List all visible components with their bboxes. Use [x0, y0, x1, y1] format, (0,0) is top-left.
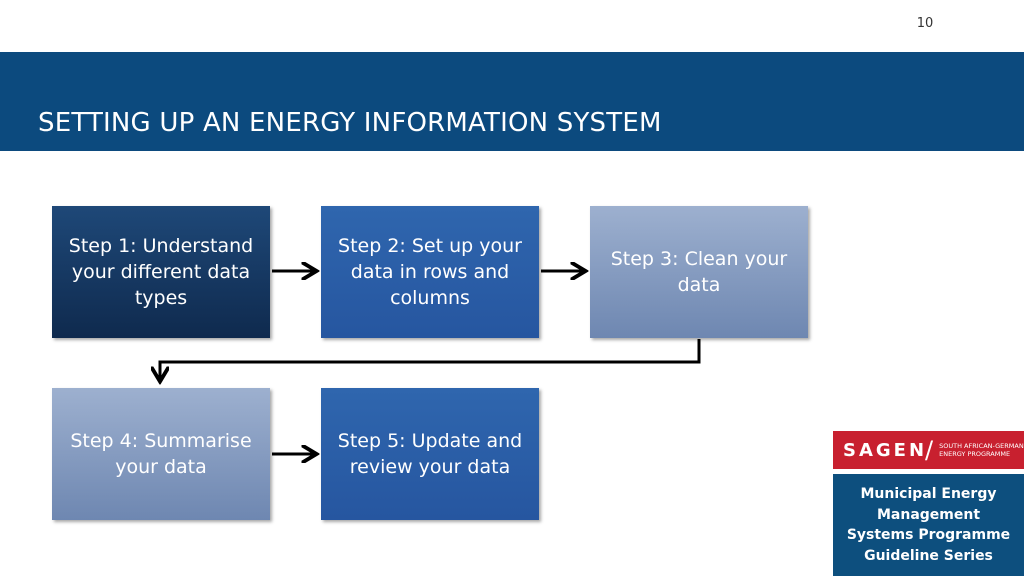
step-3-line-2: data — [677, 274, 721, 296]
guideline-series-box: Municipal Energy Management Systems Prog… — [833, 474, 1024, 576]
step-5-line-2: review your data — [349, 456, 511, 478]
step-2-box: Step 2: Set up your data in rows and col… — [321, 206, 539, 338]
sagen-logo: SAGEN / SOUTH AFRICAN-GERMAN ENERGY PROG… — [833, 431, 1024, 469]
step-5-line-1: Step 5: Update and — [337, 430, 523, 452]
step-1-line-1: Step 1: Understand — [68, 235, 254, 257]
title-bar: SETTING UP AN ENERGY INFORMATION SYSTEM — [0, 52, 1024, 151]
slide-title: SETTING UP AN ENERGY INFORMATION SYSTEM — [38, 108, 662, 138]
page-number: 10 — [916, 16, 934, 31]
step-4-box: Step 4: Summarise your data — [52, 388, 270, 520]
sagen-subtitle-line-1: SOUTH AFRICAN-GERMAN — [939, 442, 1024, 450]
step-3-box: Step 3: Clean your data — [590, 206, 808, 338]
series-line-4: Guideline Series — [864, 547, 993, 564]
step-1-box: Step 1: Understand your different data t… — [52, 206, 270, 338]
series-line-1: Municipal Energy — [860, 486, 997, 502]
sagen-logo-subtitle: SOUTH AFRICAN-GERMAN ENERGY PROGRAMME — [939, 442, 1024, 458]
series-line-2: Management — [876, 506, 981, 523]
step-2-line-3: columns — [390, 287, 470, 309]
sagen-logo-name: SAGEN — [843, 439, 928, 461]
step-2-line-1: Step 2: Set up your — [338, 235, 522, 257]
step-4-line-2: your data — [115, 456, 207, 478]
sagen-subtitle-line-2: ENERGY PROGRAMME — [939, 450, 1011, 458]
step-5-box: Step 5: Update and review your data — [321, 388, 539, 520]
series-line-3: Systems Programme — [846, 527, 1011, 543]
arrow-step3-to-step4 — [160, 339, 701, 380]
step-1-line-2: your different data — [71, 261, 251, 283]
step-3-line-1: Step 3: Clean your — [610, 248, 788, 270]
step-1-line-3: types — [134, 287, 188, 309]
step-2-line-2: data in rows and — [350, 261, 510, 283]
step-4-line-1: Step 4: Summarise — [70, 430, 252, 452]
sagen-logo-slash: / — [925, 436, 934, 464]
